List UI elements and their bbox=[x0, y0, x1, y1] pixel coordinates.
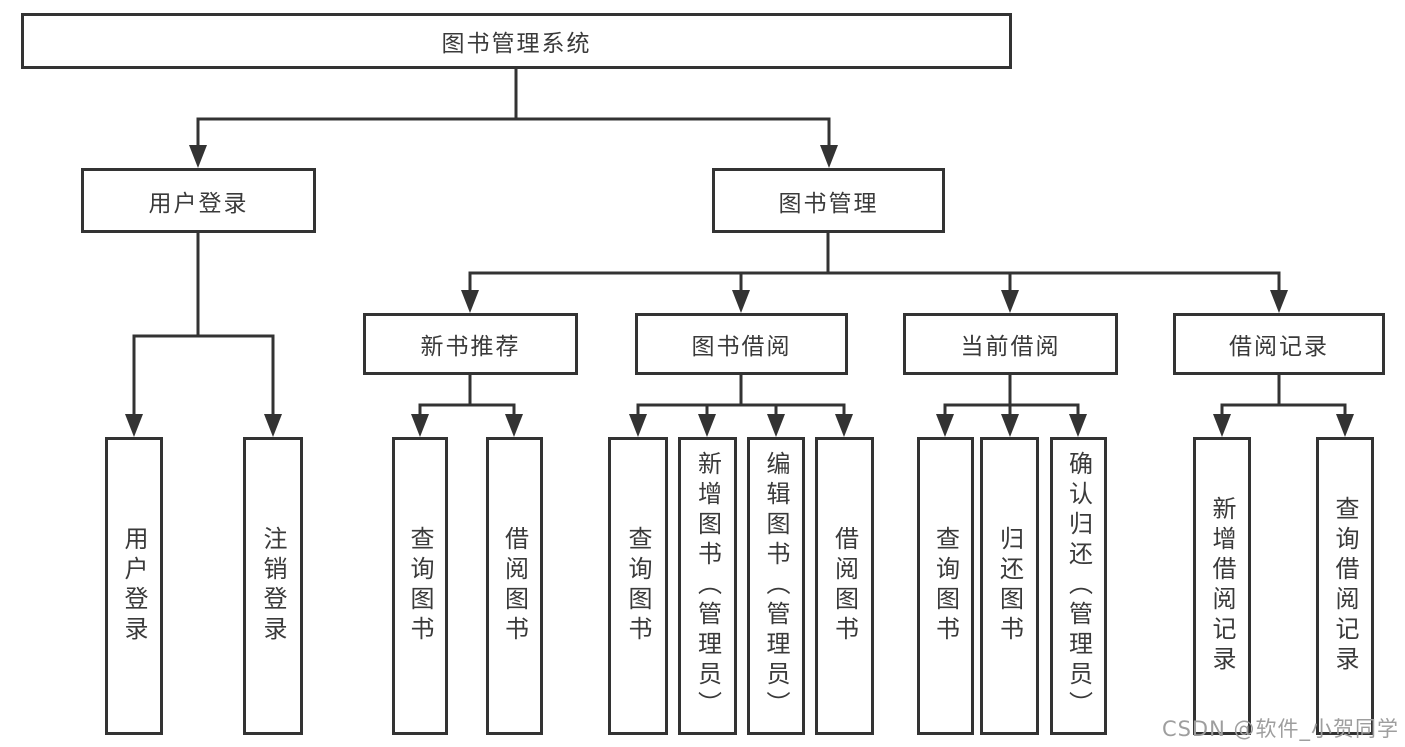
node-return-books: 归还图书 bbox=[980, 437, 1039, 735]
arrowhead-icon bbox=[629, 414, 647, 437]
node-label: 查询图书 bbox=[406, 526, 434, 646]
arrowhead-icon bbox=[767, 414, 785, 437]
node-label: 借阅图书 bbox=[830, 526, 859, 646]
arrowhead-icon bbox=[936, 414, 954, 437]
node-query-books-borrow: 查询图书 bbox=[608, 437, 668, 735]
node-borrow-records: 借阅记录 bbox=[1173, 313, 1385, 375]
node-query-borrow-record: 查询借阅记录 bbox=[1316, 437, 1374, 735]
node-label: 确认归还（管理员） bbox=[1064, 451, 1093, 721]
node-book-mgmt-branch: 图书管理 bbox=[712, 168, 945, 233]
arrowhead-icon bbox=[1069, 414, 1087, 437]
node-label: 新增图书（管理员） bbox=[693, 451, 722, 721]
arrowhead-icon bbox=[264, 414, 282, 437]
arrowhead-icon bbox=[505, 414, 523, 437]
node-query-books-rec: 查询图书 bbox=[392, 437, 448, 735]
node-label: 图书借阅 bbox=[691, 334, 792, 360]
node-label: 图书管理系统 bbox=[441, 31, 592, 57]
connector-path bbox=[1220, 373, 1347, 407]
node-add-books-admin: 新增图书（管理员） bbox=[678, 437, 737, 735]
node-label: 借阅记录 bbox=[1229, 334, 1329, 360]
node-label: 新书推荐 bbox=[420, 334, 521, 360]
node-label: 查询借阅记录 bbox=[1331, 496, 1359, 676]
node-label: 用户登录 bbox=[148, 190, 249, 217]
node-query-books-current: 查询图书 bbox=[917, 437, 974, 735]
node-borrow-books-leaf: 借阅图书 bbox=[815, 437, 874, 735]
arrowhead-icon bbox=[1336, 414, 1354, 437]
connector-path bbox=[418, 373, 516, 407]
node-book-borrow: 图书借阅 bbox=[635, 313, 848, 375]
arrowhead-icon bbox=[732, 290, 750, 313]
node-label: 注销登录 bbox=[259, 526, 287, 646]
arrowhead-icon bbox=[125, 414, 143, 437]
node-label: 查询图书 bbox=[624, 526, 652, 646]
node-label: 新增借阅记录 bbox=[1208, 496, 1236, 676]
node-label: 借阅图书 bbox=[500, 526, 529, 646]
arrowhead-icon bbox=[698, 414, 716, 437]
watermark: CSDN @软件_小贺同学 bbox=[1161, 717, 1399, 741]
node-label: 归还图书 bbox=[995, 526, 1024, 646]
node-user-login-branch: 用户登录 bbox=[81, 168, 316, 233]
arrowhead-icon bbox=[1213, 414, 1231, 437]
connector-path bbox=[636, 373, 846, 407]
connector-path bbox=[132, 231, 275, 338]
node-add-borrow-record: 新增借阅记录 bbox=[1193, 437, 1251, 735]
node-user-login-leaf: 用户登录 bbox=[105, 437, 163, 735]
arrowhead-icon bbox=[189, 145, 207, 168]
node-label: 查询图书 bbox=[931, 526, 960, 646]
arrowhead-icon bbox=[835, 414, 853, 437]
node-borrow-books-rec: 借阅图书 bbox=[486, 437, 543, 735]
node-label: 编辑图书（管理员） bbox=[762, 451, 790, 721]
node-current-borrow: 当前借阅 bbox=[903, 313, 1118, 375]
node-confirm-return-admin: 确认归还（管理员） bbox=[1050, 437, 1107, 735]
arrowhead-icon bbox=[820, 145, 838, 168]
node-new-book-rec: 新书推荐 bbox=[363, 313, 578, 375]
arrowhead-icon bbox=[461, 290, 479, 313]
arrowhead-icon bbox=[1001, 414, 1019, 437]
connector-path bbox=[943, 373, 1080, 407]
arrowhead-icon bbox=[1001, 290, 1019, 313]
connector-path bbox=[468, 231, 1281, 275]
connector-path bbox=[196, 67, 831, 121]
arrowhead-icon bbox=[411, 414, 429, 437]
arrowhead-icon bbox=[1270, 290, 1288, 313]
node-root: 图书管理系统 bbox=[21, 13, 1012, 69]
node-label: 图书管理 bbox=[778, 190, 879, 217]
node-label: 当前借阅 bbox=[960, 334, 1061, 360]
node-edit-books-admin: 编辑图书（管理员） bbox=[747, 437, 805, 735]
node-label: 用户登录 bbox=[120, 526, 148, 646]
node-logout-leaf: 注销登录 bbox=[243, 437, 303, 735]
